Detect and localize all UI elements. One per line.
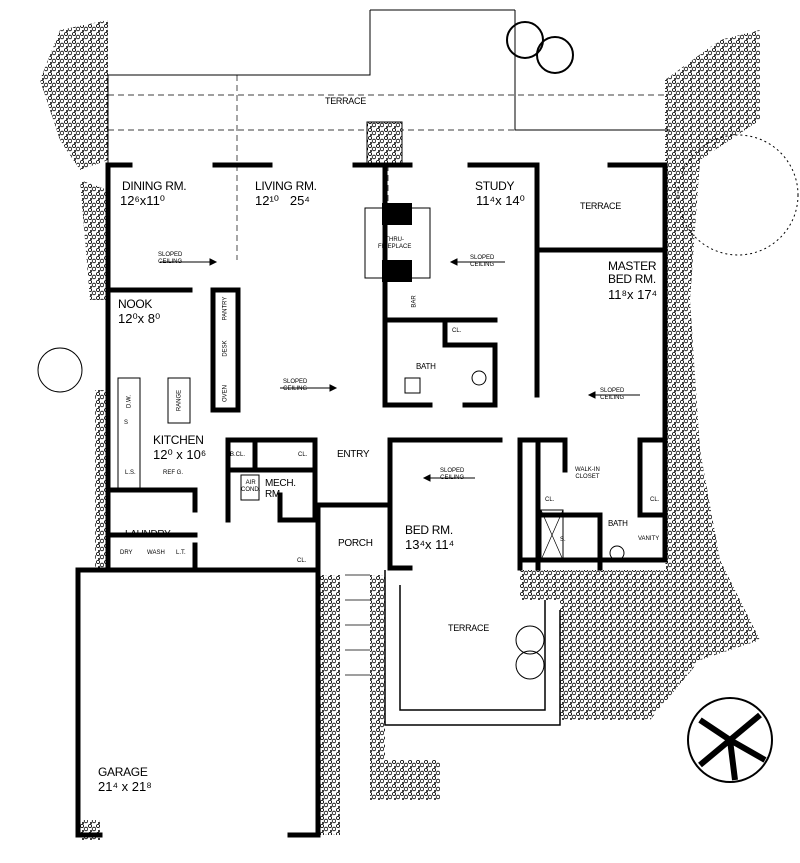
dishwasher-label: D.W.	[126, 395, 133, 408]
tree-canopy-icon	[677, 134, 799, 256]
room-name-master: MASTER BED RM.	[608, 259, 657, 286]
refrigerator-label: REF G.	[163, 470, 184, 476]
sink-label: S	[124, 420, 129, 426]
laundry-tub-label: L.T.	[176, 550, 186, 556]
closet-label: CL.	[452, 328, 462, 334]
room-name-garage: GARAGE	[98, 765, 148, 779]
room-size-garage: 21⁴ x 21⁸	[98, 779, 152, 794]
terrace-label-bottom: TERRACE	[448, 623, 489, 633]
room-name-laundry: LAUNDRY	[125, 529, 171, 540]
fireplace-label: THRU- FIREPLACE	[378, 237, 412, 250]
pantry-label: PANTRY	[222, 296, 229, 321]
shower-label: S.	[560, 537, 566, 543]
oven-label: OVEN	[222, 385, 229, 403]
room-name-bath: BATH	[416, 362, 436, 371]
room-name-bed: BED RM.	[405, 523, 453, 537]
walk-in-closet-label: WALK-IN CLOSET	[575, 467, 600, 480]
closet-label: CL.	[297, 558, 307, 564]
broom-closet-label: B.CL.	[230, 452, 246, 458]
closet-label: CL.	[298, 452, 308, 458]
lazy-susan-label: L.S.	[125, 470, 136, 476]
terrace-label-right: TERRACE	[580, 201, 621, 211]
sloped-ceiling-label: SLOPED CEILING	[283, 379, 308, 392]
desk-label: DESK	[222, 340, 229, 357]
sloped-ceiling-label: SLOPED CEILING	[600, 388, 625, 401]
bar-label: BAR	[411, 295, 418, 308]
vanity-label: VANITY	[638, 536, 660, 542]
walls	[75, 162, 668, 838]
terrace-label-top: TERRACE	[325, 96, 366, 106]
sloped-ceiling-arrows	[160, 258, 640, 482]
room-name-master-bath: BATH	[608, 519, 628, 528]
room-name-nook: NOOK	[118, 297, 153, 311]
room-name-kitchen: KITCHEN	[153, 433, 204, 447]
room-name-mech: MECH. RM.	[265, 478, 296, 500]
closet-label: CL.	[545, 497, 555, 503]
sloped-ceiling-label: SLOPED CEILING	[440, 468, 465, 481]
room-name-living: LIVING RM.	[255, 179, 317, 193]
room-name-entry: ENTRY	[337, 449, 370, 460]
room-name-study: STUDY	[475, 179, 515, 193]
room-name-dining: DINING RM.	[122, 179, 187, 193]
room-size-dining: 12⁶x11⁰	[120, 193, 166, 208]
room-size-kitchen: 12⁰ x 10⁶	[153, 447, 207, 462]
air-conditioner-label: AIR COND.	[241, 480, 261, 493]
landscaping	[37, 20, 799, 840]
range-label: RANGE	[176, 389, 183, 412]
sloped-ceiling-label: SLOPED CEILING	[470, 255, 495, 268]
sloped-ceiling-label: SLOPED CEILING	[158, 252, 183, 265]
washer-label: WASH	[147, 550, 165, 556]
room-name-porch: PORCH	[338, 538, 373, 549]
closet-label: CL.	[650, 497, 660, 503]
room-size-study: 11⁴x 14⁰	[476, 193, 525, 208]
room-size-bed: 13⁴x 11⁴	[405, 537, 455, 552]
dryer-label: DRY	[120, 550, 133, 556]
room-size-master: 11⁸x 17⁴	[608, 287, 658, 302]
fixtures	[117, 203, 625, 561]
room-size-nook: 12⁰x 8⁰	[118, 311, 161, 326]
room-size-living: 12¹⁰ 25⁴	[255, 193, 310, 208]
